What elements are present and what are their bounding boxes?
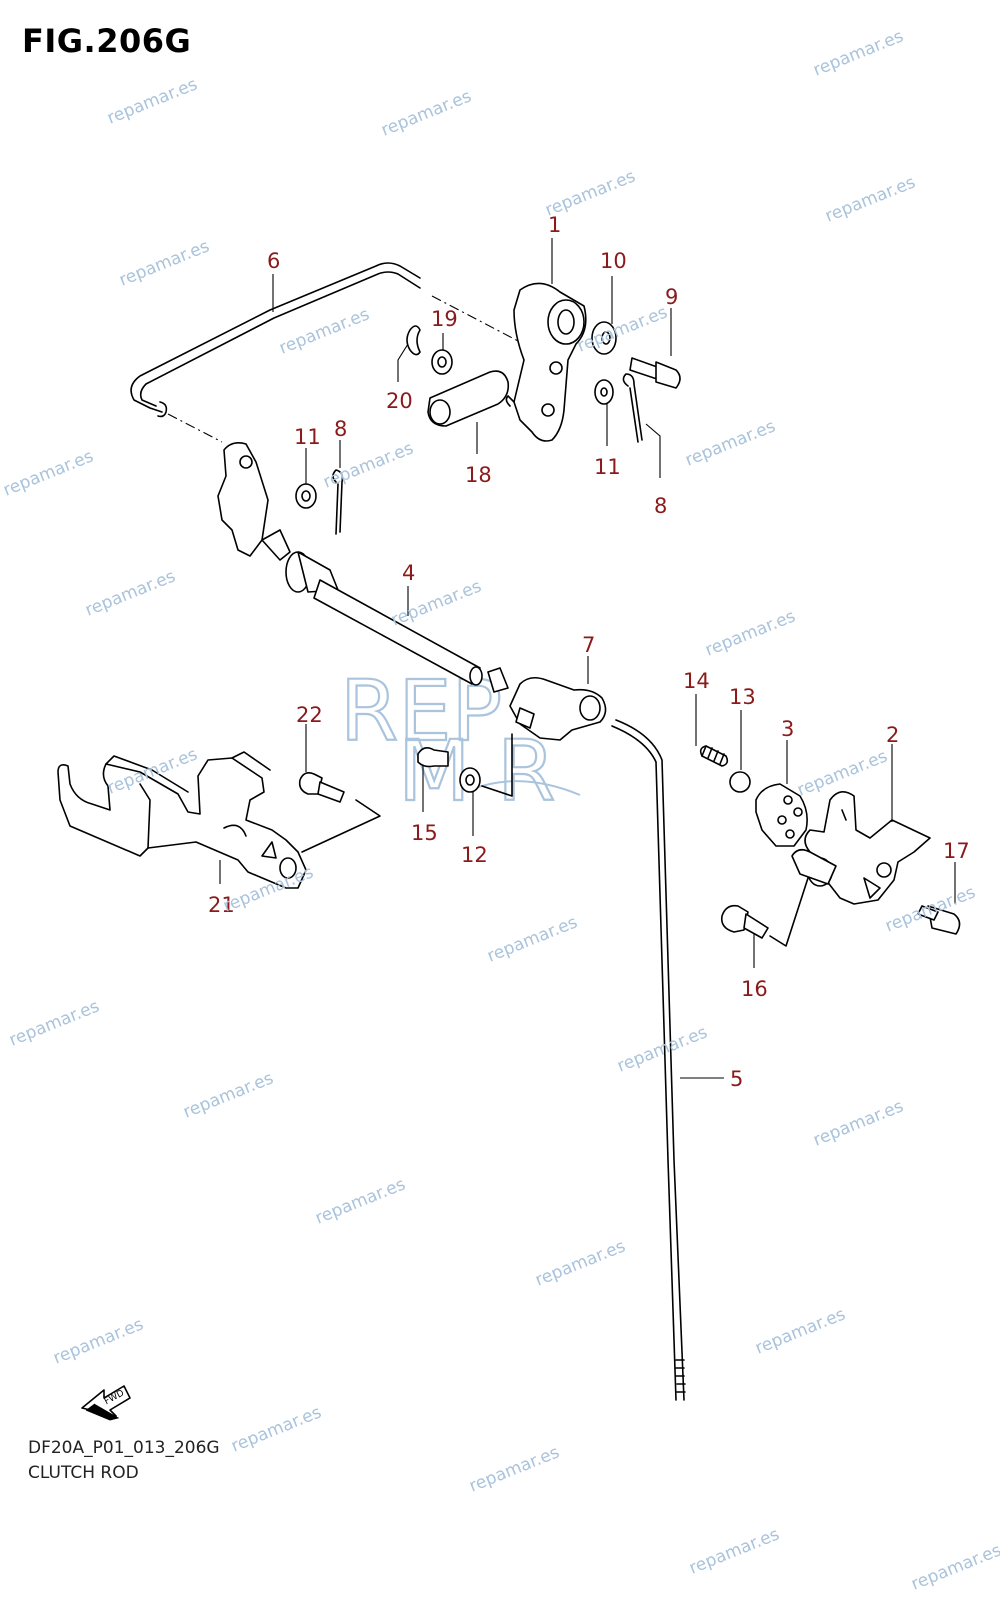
- watermark-text: repamar.es: [466, 1442, 562, 1496]
- callout-10: 10: [600, 249, 627, 273]
- part-18-arm: [427, 370, 510, 427]
- watermark-text: repamar.es: [378, 86, 474, 140]
- part-13-ball: [729, 771, 751, 793]
- watermark-text: repamar.es: [312, 1174, 408, 1228]
- callout-7: 7: [582, 633, 595, 657]
- watermark-text: repamar.es: [320, 438, 416, 492]
- watermark-text: repamar.es: [682, 416, 778, 470]
- part-4-clutch-shaft: [217, 442, 509, 693]
- figure-title: FIG.206G: [22, 22, 192, 60]
- watermark-text: repamar.es: [276, 304, 372, 358]
- watermark-text: repamar.es: [822, 172, 918, 226]
- callout-20: 20: [386, 389, 413, 413]
- callout-17: 17: [943, 839, 970, 863]
- watermark-text: repamar.es: [180, 1068, 276, 1122]
- watermark-text: repamar.es: [810, 26, 906, 80]
- part-11-washer-left: [295, 483, 317, 509]
- callout-11-left: 11: [294, 425, 321, 449]
- figure-code: DF20A_P01_013_206G: [28, 1438, 220, 1458]
- callout-8-left: 8: [334, 417, 347, 441]
- callout-12: 12: [461, 843, 488, 867]
- part-21-bracket: [57, 751, 307, 889]
- part-5-clutch-rod: [611, 719, 686, 1401]
- part-12-washer: [459, 767, 481, 793]
- part-20-clip: [406, 325, 421, 356]
- callout-8-right: 8: [654, 494, 667, 518]
- watermark-text: repamar.es: [228, 1402, 324, 1456]
- callout-15: 15: [411, 821, 438, 845]
- part-6-link-rod: [130, 262, 521, 443]
- watermark-text: repamar.es: [542, 166, 638, 220]
- callout-21: 21: [208, 893, 235, 917]
- part-2-shift-lever: [791, 791, 931, 905]
- watermark-text: repamar.es: [882, 882, 978, 936]
- fwd-arrow-icon: FWD: [81, 1385, 131, 1421]
- watermark-text: repamar.es: [752, 1304, 848, 1358]
- leader-lines: [219, 238, 956, 1079]
- callout-2: 2: [886, 723, 899, 747]
- callout-22: 22: [296, 703, 323, 727]
- callout-4: 4: [402, 561, 415, 585]
- callout-5: 5: [730, 1067, 743, 1091]
- part-9-bolt: [629, 357, 681, 389]
- figure-name: CLUTCH ROD: [28, 1463, 139, 1483]
- part-22-bolt: [298, 772, 381, 853]
- watermark-text: repamar.es: [484, 912, 580, 966]
- callout-6: 6: [267, 249, 280, 273]
- part-15-bolt: [417, 746, 449, 768]
- part-11-washer-right: [594, 379, 614, 405]
- part-14-spring: [699, 745, 729, 767]
- part-19-washer: [431, 349, 453, 375]
- callouts: 1 2 3 4 5 6 7 8 8 9 10 11 11 12 13 14 15…: [208, 213, 970, 1091]
- part-17-screw: [917, 905, 961, 935]
- callout-16: 16: [741, 977, 768, 1001]
- watermark-text: repamar.es: [702, 606, 798, 660]
- callout-1: 1: [548, 213, 561, 237]
- part-10-washer: [591, 321, 617, 355]
- watermark-text: repamar.es: [686, 1524, 782, 1578]
- watermark-text: repamar.es: [82, 566, 178, 620]
- watermark-text: repamar.es: [532, 1236, 628, 1290]
- callout-14: 14: [683, 669, 710, 693]
- part-7-joint: [509, 676, 607, 741]
- part-1-clutch-lever: [505, 282, 587, 442]
- watermark-text: repamar.es: [574, 302, 670, 356]
- watermark-text: repamar.es: [0, 446, 96, 500]
- watermark-text: repamar.es: [810, 1096, 906, 1150]
- part-8-cotter-pin-left: [332, 469, 344, 535]
- watermark-wave: [469, 780, 581, 796]
- callout-11-right: 11: [594, 455, 621, 479]
- watermark-text: repamar.es: [908, 1540, 1000, 1594]
- callout-13: 13: [729, 685, 756, 709]
- watermark-text: repamar.es: [104, 74, 200, 128]
- callout-3: 3: [781, 717, 794, 741]
- joint-leader-line: [481, 733, 513, 797]
- part-16-bolt: [720, 877, 809, 947]
- watermark-text: repamar.es: [50, 1314, 146, 1368]
- part-3-cam: [755, 783, 808, 847]
- callout-9: 9: [665, 285, 678, 309]
- watermark-text: repamar.es: [6, 996, 102, 1050]
- callout-18: 18: [465, 463, 492, 487]
- part-8-cotter-pin-right: [622, 373, 643, 443]
- callout-19: 19: [431, 307, 458, 331]
- watermark-text: repamar.es: [116, 236, 212, 290]
- watermark-text: repamar.es: [614, 1022, 710, 1076]
